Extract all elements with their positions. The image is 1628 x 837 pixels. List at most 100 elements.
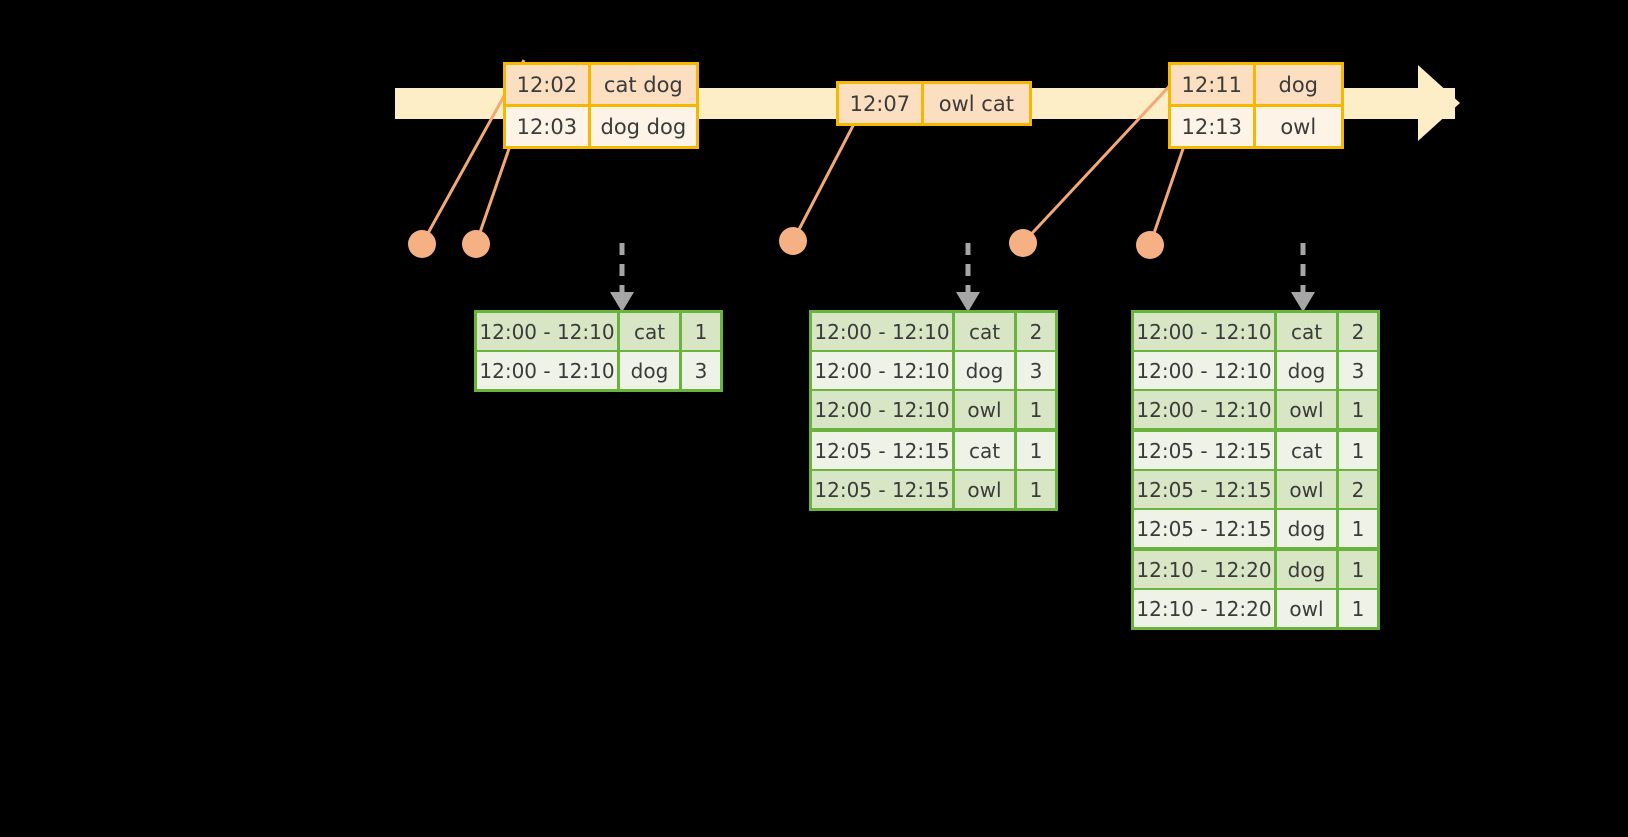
key-cell: owl <box>1277 590 1339 627</box>
count-cell: 3 <box>1017 352 1055 389</box>
event-value: dog <box>1255 65 1341 104</box>
count-cell: 1 <box>682 313 720 350</box>
table-row: 12:10 - 12:20 owl 1 <box>1134 588 1377 627</box>
result-group: 12:05 - 12:15 cat 1 12:05 - 12:15 owl 1 <box>812 428 1055 508</box>
result-group: 12:05 - 12:15 cat 1 12:05 - 12:15 owl 2 … <box>1134 428 1377 547</box>
key-cell: dog <box>1277 510 1339 547</box>
table-row: 12:05 - 12:15 dog 1 <box>1134 508 1377 547</box>
count-cell: 1 <box>1339 432 1377 469</box>
event-value: dog dog <box>590 107 696 146</box>
window-cell: 12:00 - 12:10 <box>812 352 955 389</box>
window-cell: 12:00 - 12:10 <box>477 352 620 389</box>
key-cell: owl <box>1277 471 1339 508</box>
count-cell: 2 <box>1339 471 1377 508</box>
table-row: 12:00 - 12:10 cat 2 <box>812 313 1055 350</box>
timeline-event-row: 12:13 owl <box>1171 104 1341 146</box>
count-cell: 1 <box>1017 471 1055 508</box>
event-time: 12:13 <box>1171 107 1256 146</box>
timeline-event-row: 12:02 cat dog <box>506 65 696 104</box>
timeline-event-row: 12:11 dog <box>1171 65 1341 104</box>
result-group: 12:10 - 12:20 dog 1 12:10 - 12:20 owl 1 <box>1134 547 1377 627</box>
table-row: 12:00 - 12:10 owl 1 <box>1134 389 1377 428</box>
table-row: 12:00 - 12:10 cat 1 <box>477 313 720 350</box>
key-cell: dog <box>620 352 682 389</box>
wire-2 <box>474 139 514 245</box>
event-value: owl cat <box>923 84 1029 123</box>
key-cell: dog <box>1277 551 1339 588</box>
table-row: 12:05 - 12:15 owl 2 <box>1134 469 1377 508</box>
dot-5 <box>1136 231 1164 259</box>
timeline-event-box-b: 12:07 owl cat <box>836 81 1032 126</box>
table-row: 12:00 - 12:10 dog 3 <box>1134 350 1377 389</box>
down-arrows <box>610 243 1315 312</box>
count-cell: 3 <box>682 352 720 389</box>
window-cell: 12:00 - 12:10 <box>812 391 955 428</box>
result-group: 12:00 - 12:10 cat 2 12:00 - 12:10 dog 3 … <box>1134 313 1377 428</box>
connector-dots <box>408 227 1164 259</box>
result-group: 12:00 - 12:10 cat 1 12:00 - 12:10 dog 3 <box>477 313 720 389</box>
key-cell: cat <box>1277 313 1339 350</box>
result-table-3: 12:00 - 12:10 cat 2 12:00 - 12:10 dog 3 … <box>1131 310 1380 630</box>
table-row: 12:00 - 12:10 dog 3 <box>477 350 720 389</box>
count-cell: 1 <box>1017 432 1055 469</box>
wire-5 <box>1148 139 1188 246</box>
window-cell: 12:10 - 12:20 <box>1134 590 1277 627</box>
result-group: 12:00 - 12:10 cat 2 12:00 - 12:10 dog 3 … <box>812 313 1055 428</box>
key-cell: cat <box>1277 432 1339 469</box>
window-cell: 12:00 - 12:10 <box>1134 313 1277 350</box>
event-time: 12:03 <box>506 107 591 146</box>
count-cell: 1 <box>1339 551 1377 588</box>
result-table-1: 12:00 - 12:10 cat 1 12:00 - 12:10 dog 3 <box>474 310 723 392</box>
key-cell: owl <box>1277 391 1339 428</box>
dot-1 <box>408 230 436 258</box>
key-cell: cat <box>955 432 1017 469</box>
table-row: 12:00 - 12:10 owl 1 <box>812 389 1055 428</box>
table-row: 12:00 - 12:10 cat 2 <box>1134 313 1377 350</box>
count-cell: 1 <box>1339 510 1377 547</box>
window-cell: 12:05 - 12:15 <box>1134 432 1277 469</box>
key-cell: dog <box>1277 352 1339 389</box>
window-cell: 12:05 - 12:15 <box>1134 471 1277 508</box>
count-cell: 1 <box>1339 391 1377 428</box>
window-cell: 12:00 - 12:10 <box>1134 352 1277 389</box>
count-cell: 1 <box>1017 391 1055 428</box>
window-cell: 12:00 - 12:10 <box>477 313 620 350</box>
key-cell: dog <box>955 352 1017 389</box>
dot-2 <box>462 230 490 258</box>
dot-3 <box>779 227 807 255</box>
table-row: 12:05 - 12:15 owl 1 <box>812 469 1055 508</box>
timeline-event-box-c: 12:11 dog 12:13 owl <box>1168 62 1344 149</box>
event-value: owl <box>1255 107 1341 146</box>
window-cell: 12:05 - 12:15 <box>812 432 955 469</box>
key-cell: owl <box>955 471 1017 508</box>
window-cell: 12:00 - 12:10 <box>1134 391 1277 428</box>
down-arrow-head-2 <box>956 292 980 312</box>
wire-3 <box>791 119 858 242</box>
table-row: 12:00 - 12:10 dog 3 <box>812 350 1055 389</box>
window-cell: 12:10 - 12:20 <box>1134 551 1277 588</box>
table-row: 12:10 - 12:20 dog 1 <box>1134 551 1377 588</box>
event-time: 12:11 <box>1171 65 1256 104</box>
down-arrow-head-1 <box>610 292 634 312</box>
window-cell: 12:05 - 12:15 <box>1134 510 1277 547</box>
count-cell: 2 <box>1339 313 1377 350</box>
result-table-2: 12:00 - 12:10 cat 2 12:00 - 12:10 dog 3 … <box>809 310 1058 511</box>
count-cell: 2 <box>1017 313 1055 350</box>
down-arrow-head-3 <box>1291 292 1315 312</box>
timeline-event-row: 12:03 dog dog <box>506 104 696 146</box>
count-cell: 1 <box>1339 590 1377 627</box>
timeline-event-box-a: 12:02 cat dog 12:03 dog dog <box>503 62 699 149</box>
event-time: 12:02 <box>506 65 591 104</box>
key-cell: owl <box>955 391 1017 428</box>
event-value: cat dog <box>590 65 696 104</box>
window-cell: 12:05 - 12:15 <box>812 471 955 508</box>
timeline-event-row: 12:07 owl cat <box>839 84 1029 123</box>
event-time: 12:07 <box>839 84 924 123</box>
timeline-arrowhead-icon <box>1418 65 1460 141</box>
key-cell: cat <box>955 313 1017 350</box>
table-row: 12:05 - 12:15 cat 1 <box>1134 432 1377 469</box>
table-row: 12:05 - 12:15 cat 1 <box>812 432 1055 469</box>
key-cell: cat <box>620 313 682 350</box>
count-cell: 3 <box>1339 352 1377 389</box>
